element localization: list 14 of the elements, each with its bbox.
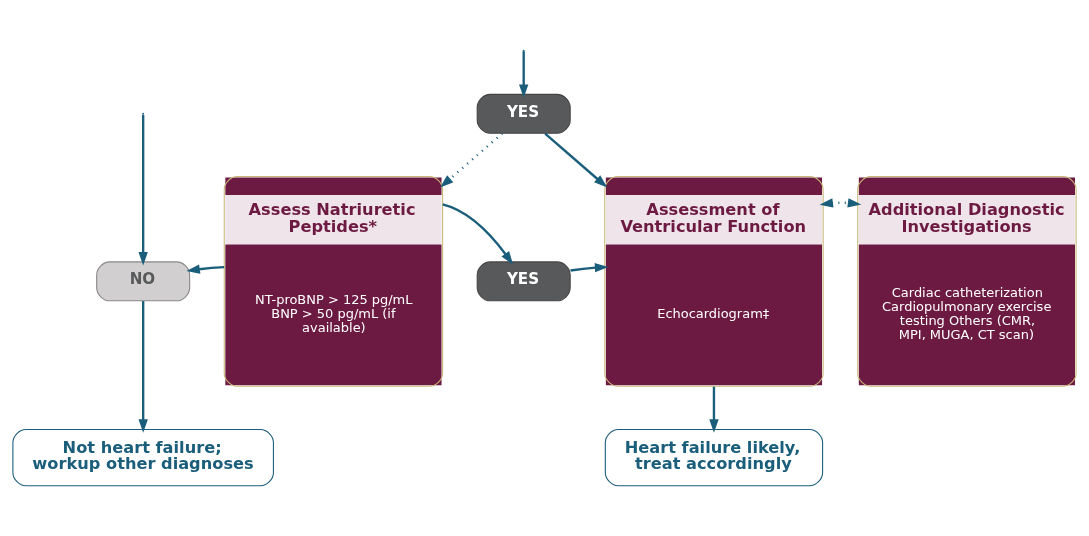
arrow xyxy=(440,132,503,188)
arrow xyxy=(544,132,608,188)
arrow xyxy=(519,51,529,98)
arrow xyxy=(570,262,609,273)
node-box: NO xyxy=(96,261,191,302)
arrow xyxy=(186,264,225,274)
node-box: YES xyxy=(476,261,571,302)
node-box: Not heart failure; workup other diagnoses xyxy=(12,428,274,487)
arrow xyxy=(138,301,148,433)
node-box: Heart failure likely, treat accordingly xyxy=(604,428,824,487)
node-box: YES xyxy=(476,93,571,134)
arrow xyxy=(138,115,148,266)
arrow xyxy=(442,203,514,265)
arrow xyxy=(709,386,719,433)
